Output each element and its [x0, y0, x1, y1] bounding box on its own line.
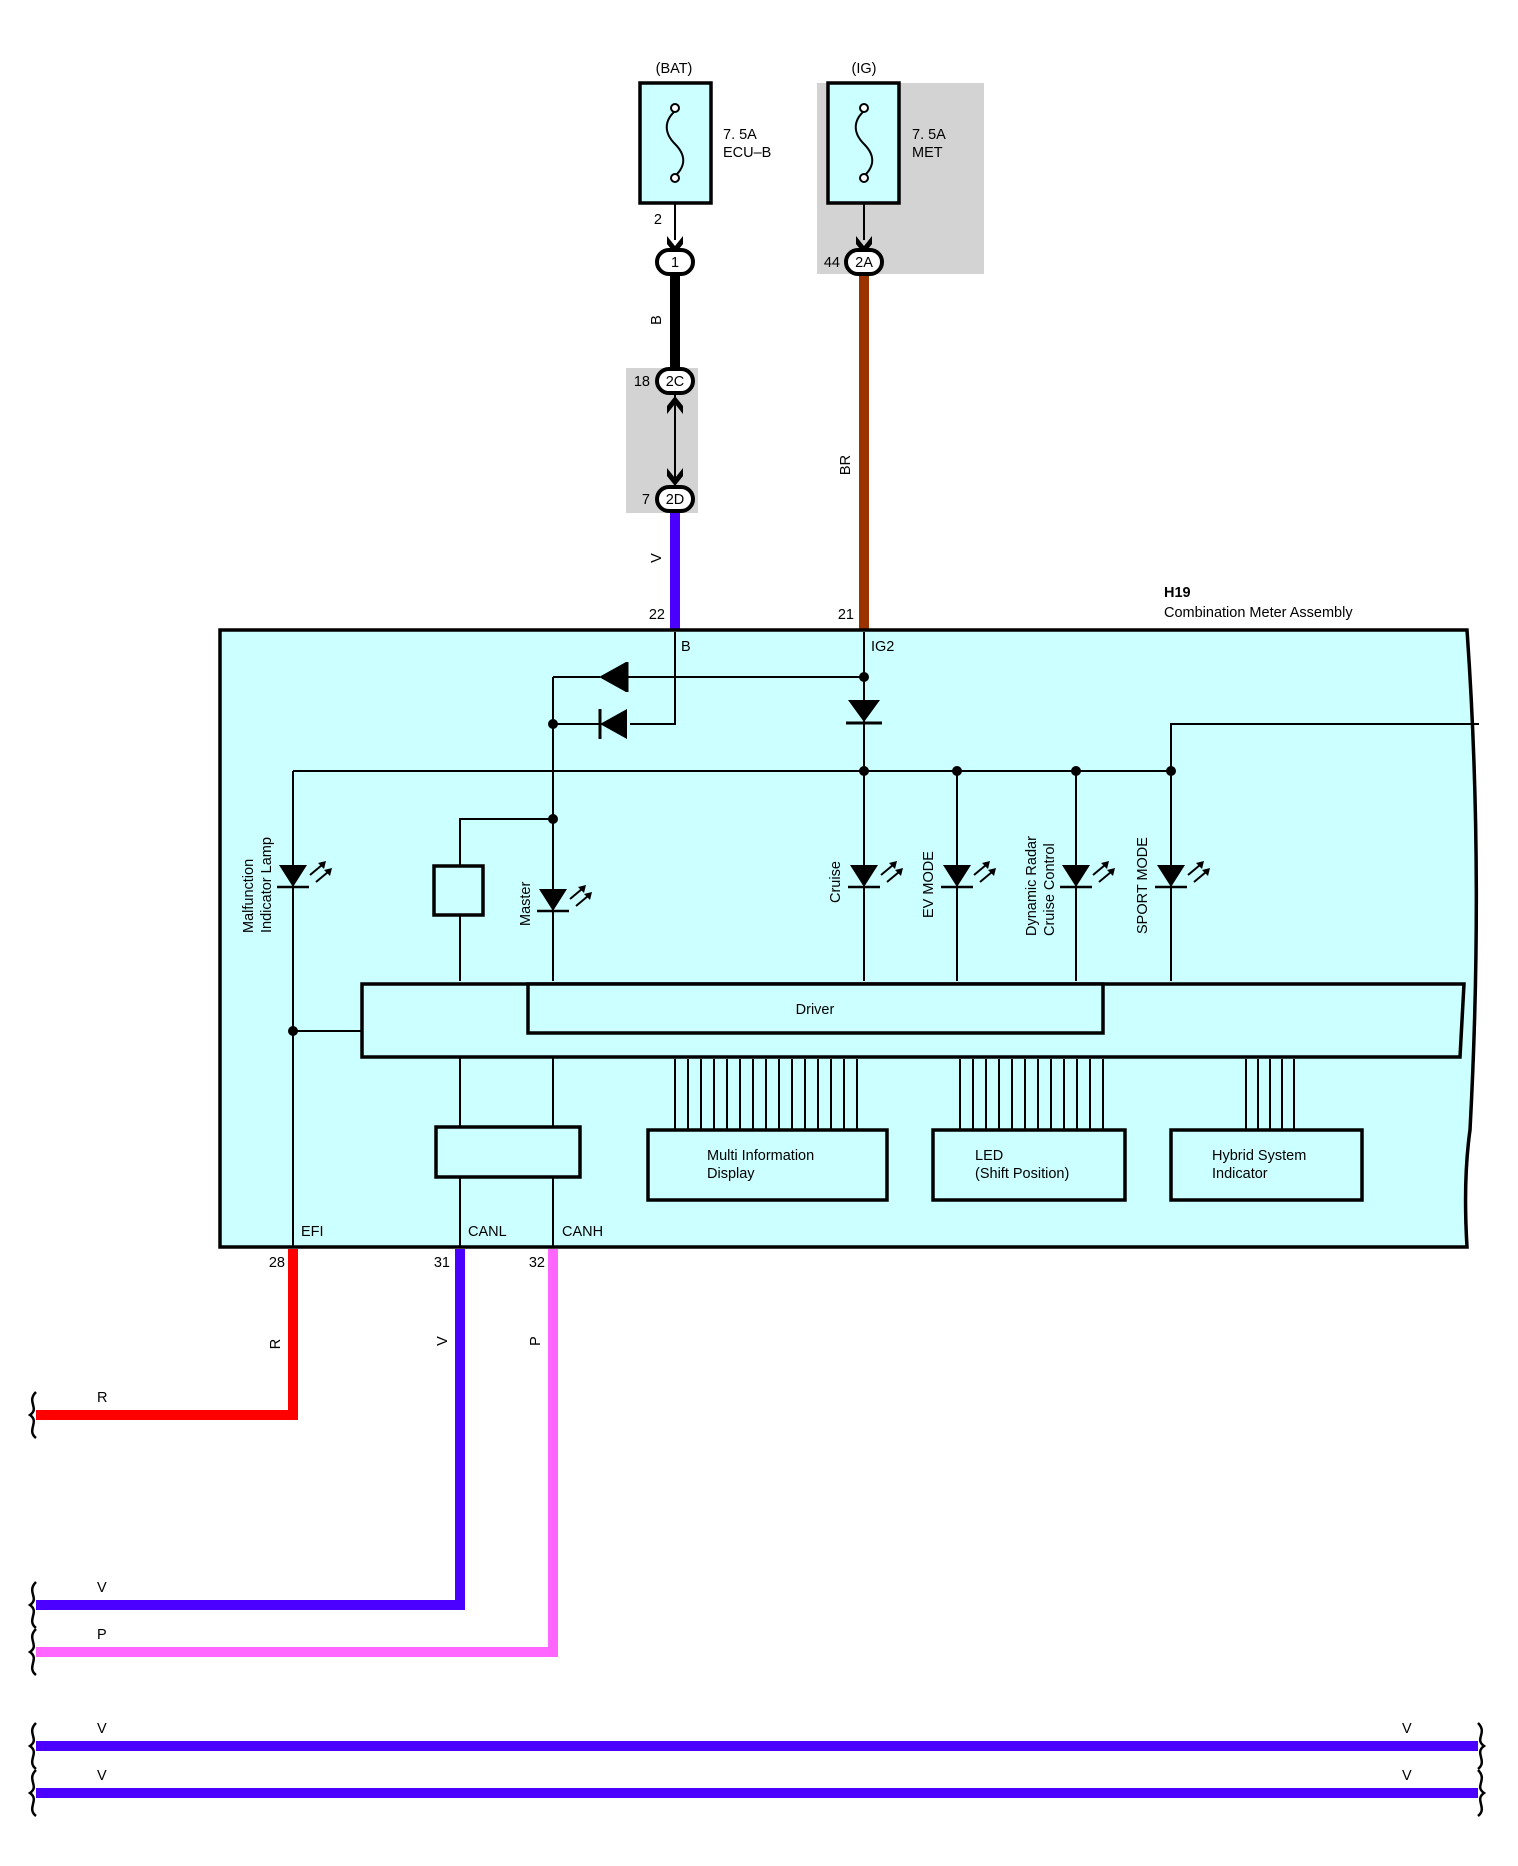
junction-dots	[288, 672, 1176, 1036]
wire-label-br: BR	[838, 455, 854, 475]
sport-mode-label: SPORT MODE	[1135, 837, 1151, 934]
ig-source-label: (IG)	[852, 61, 877, 77]
bat-source-label: (BAT)	[656, 61, 693, 77]
led-label-line2: (Shift Position)	[975, 1166, 1069, 1182]
connector-2c-pin: 18	[634, 374, 650, 390]
fuse-met-rating: 7. 5A	[912, 127, 946, 143]
bottom-label-r: R	[97, 1390, 107, 1406]
wire-r	[36, 1249, 298, 1420]
pin-canl-name: CANL	[468, 1224, 507, 1240]
pin-31-label: 31	[434, 1255, 450, 1271]
hybrid-system-indicator	[1169, 1128, 1364, 1202]
multi-information-display	[646, 1128, 889, 1202]
bottom-label-v1: V	[97, 1580, 107, 1596]
bottom-label-p: P	[97, 1627, 107, 1643]
pin-28-label: 28	[269, 1255, 285, 1271]
connector-arrow-icon	[667, 396, 683, 414]
connector-2a-pin: 44	[824, 255, 840, 271]
can-interface-block	[434, 1125, 582, 1179]
connector-arrow-icon	[667, 468, 683, 486]
hsi-label-line2: Indicator	[1212, 1166, 1268, 1182]
mid-label-line1: Multi Information	[707, 1148, 814, 1164]
diode-icon	[848, 700, 880, 722]
pin-21-label: 21	[838, 607, 854, 623]
pin-2-label: 2	[654, 212, 662, 228]
hsi-label-line1: Hybrid System	[1212, 1148, 1306, 1164]
fuse-element-icon	[854, 110, 874, 177]
pin-b-name: B	[681, 639, 691, 655]
led-label-line1: LED	[975, 1148, 1003, 1164]
assembly-name: Combination Meter Assembly	[1164, 605, 1353, 621]
cruise-label: Cruise	[828, 861, 844, 903]
wire-label-p-canh: P	[528, 1336, 544, 1346]
fuse-element-icon	[665, 110, 685, 177]
bottom-label-v3-left: V	[97, 1768, 107, 1784]
fuse-ecu-b-rating: 7. 5A	[723, 127, 757, 143]
wire-p-canh	[36, 1249, 558, 1657]
display-bus-lines	[674, 1059, 1295, 1130]
pin-ig2-name: IG2	[871, 639, 894, 655]
wire-label-r: R	[268, 1339, 284, 1349]
led-shift-position	[931, 1128, 1127, 1202]
connector-2d-id: 2D	[666, 492, 685, 508]
connector-2a	[844, 248, 884, 276]
wire-label-v: V	[649, 553, 665, 563]
pin-efi-name: EFI	[301, 1224, 324, 1240]
pin-22-label: 22	[649, 607, 665, 623]
connector-2c	[655, 367, 695, 395]
fuse-met-name: MET	[912, 145, 943, 161]
assembly-code: H19	[1164, 585, 1191, 601]
switch-box	[432, 864, 485, 917]
connector-2a-id: 2A	[855, 255, 873, 271]
radar-label-line2: Cruise Control	[1042, 843, 1058, 936]
mid-label-line2: Display	[707, 1166, 755, 1182]
master-label: Master	[518, 882, 534, 926]
connector-2d-pin: 7	[642, 492, 650, 508]
malfunction-label-line2: Indicator Lamp	[259, 837, 275, 933]
diode-icon	[599, 662, 626, 692]
connector-2c-id: 2C	[666, 374, 685, 390]
bottom-label-v2-right: V	[1402, 1721, 1412, 1737]
wire-label-v-canl: V	[435, 1336, 451, 1346]
connector-1-id: 1	[671, 255, 679, 271]
driver-block	[526, 982, 1105, 1035]
combination-meter-assembly	[218, 628, 1479, 1249]
radar-label-line1: Dynamic Radar	[1024, 836, 1040, 936]
pin-32-label: 32	[529, 1255, 545, 1271]
ev-mode-label: EV MODE	[921, 851, 937, 918]
malfunction-label-line1: Malfunction	[241, 859, 257, 933]
wire-v-canl	[36, 1249, 465, 1610]
bottom-label-v2-left: V	[97, 1721, 107, 1737]
connector-2d	[655, 485, 695, 513]
driver-label: Driver	[796, 1002, 835, 1018]
diode-icon	[600, 709, 627, 739]
fuse-ecu-b	[638, 81, 713, 205]
pin-canh-name: CANH	[562, 1224, 603, 1240]
wire-label-b: B	[649, 315, 665, 325]
wire-break-marks	[27, 1391, 1487, 1817]
bottom-label-v3-right: V	[1402, 1768, 1412, 1784]
fuse-ecu-b-name: ECU–B	[723, 145, 771, 161]
connector-1	[655, 248, 695, 276]
